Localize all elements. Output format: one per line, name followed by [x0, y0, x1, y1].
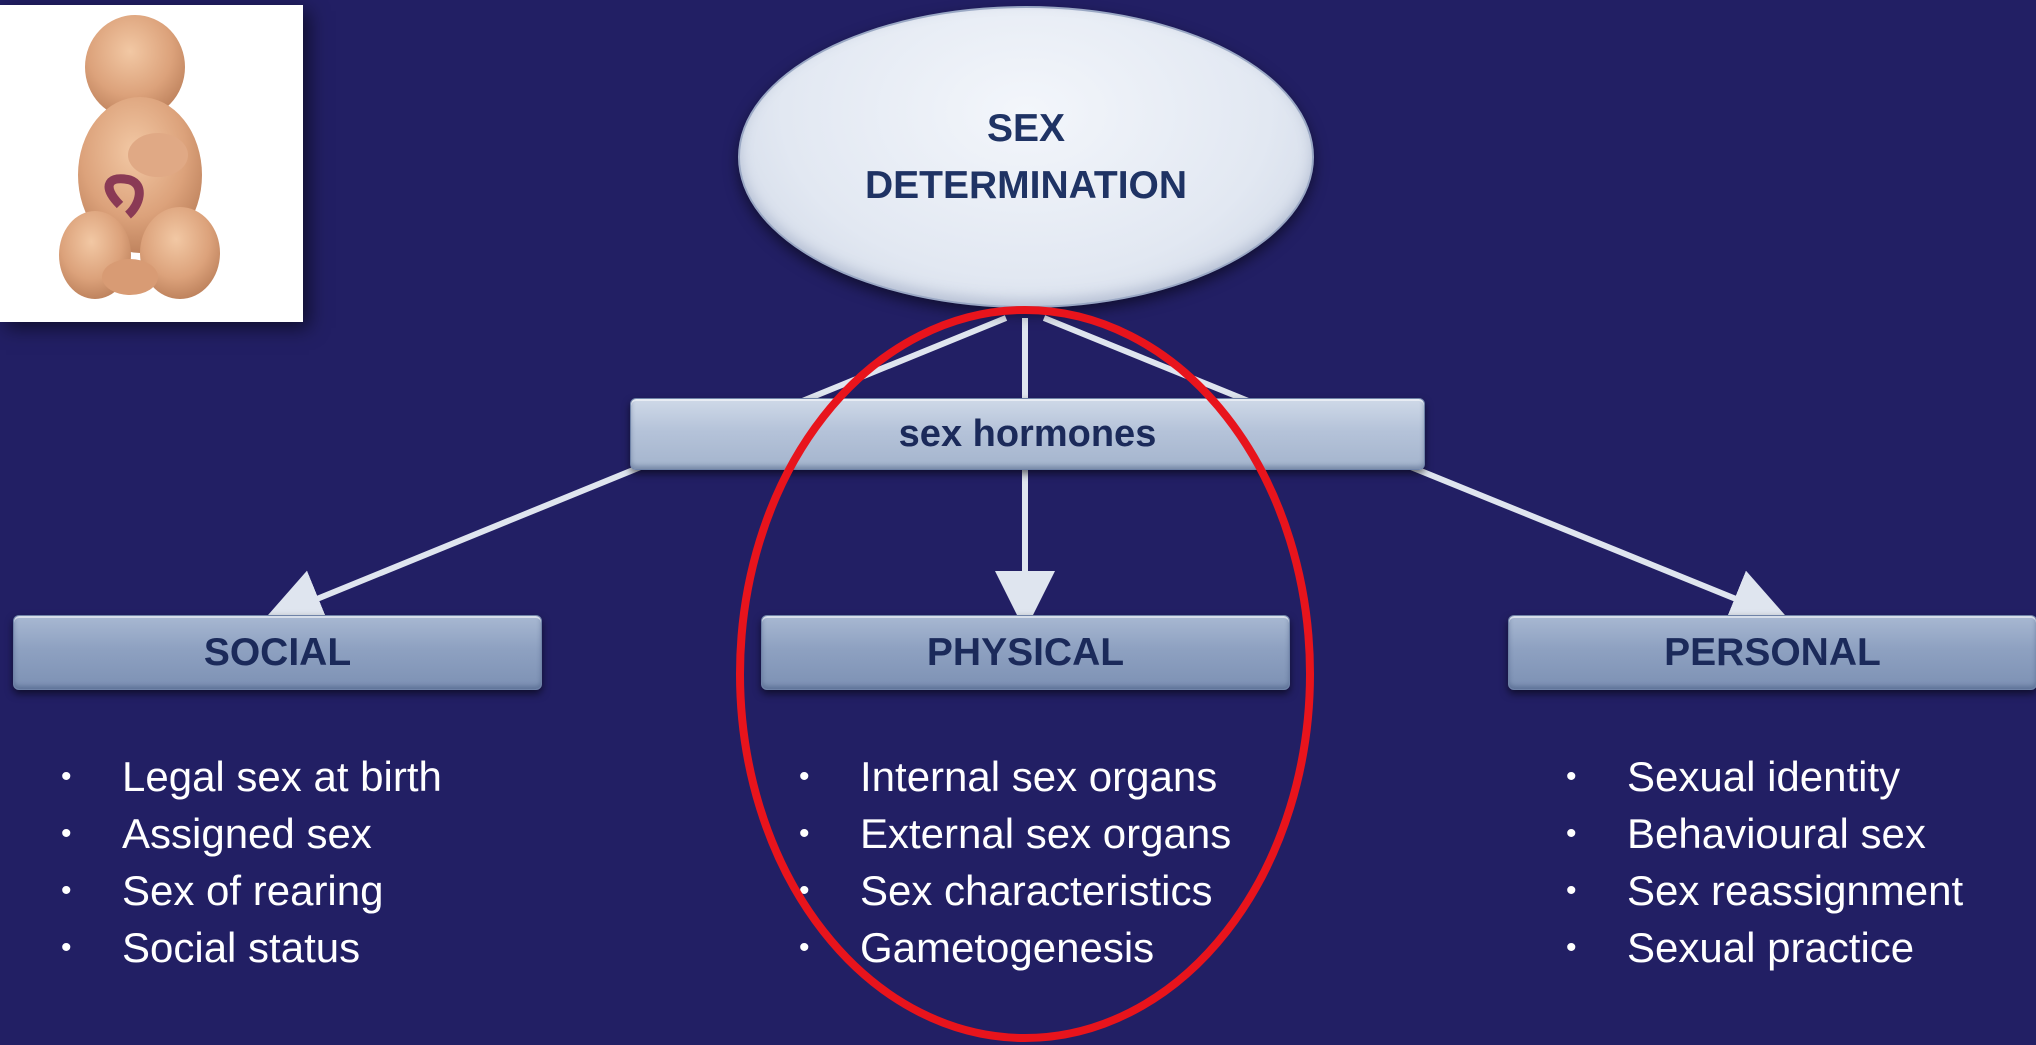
list-item: Sex of rearing	[61, 862, 442, 919]
list-item: External sex organs	[799, 805, 1231, 862]
sex-hormones-label: sex hormones	[898, 412, 1157, 455]
personal-list: Sexual identity Behavioural sex Sex reas…	[1566, 748, 1963, 976]
list-item: Sex reassignment	[1566, 862, 1963, 919]
sex-determination-node: SEX DETERMINATION	[738, 6, 1314, 308]
list-item: Assigned sex	[61, 805, 442, 862]
fetus-photo	[0, 5, 303, 322]
physical-node: PHYSICAL	[761, 615, 1290, 690]
list-item: Internal sex organs	[799, 748, 1231, 805]
physical-label: PHYSICAL	[926, 630, 1125, 674]
physical-list: Internal sex organs External sex organs …	[799, 748, 1231, 976]
social-label: SOCIAL	[203, 630, 352, 674]
fetus-model-icon	[59, 15, 220, 299]
list-item: Sexual identity	[1566, 748, 1963, 805]
list-item: Legal sex at birth	[61, 748, 442, 805]
root-label-line1: SEX	[986, 107, 1066, 150]
list-item: Sexual practice	[1566, 919, 1963, 976]
personal-node: PERSONAL	[1508, 615, 2036, 690]
sex-hormones-node: sex hormones	[630, 398, 1425, 470]
root-label-line2: DETERMINATION	[864, 164, 1188, 207]
list-item: Social status	[61, 919, 442, 976]
personal-label: PERSONAL	[1664, 630, 1881, 674]
social-node: SOCIAL	[13, 615, 542, 690]
list-item: Gametogenesis	[799, 919, 1231, 976]
list-item: Sex characteristics	[799, 862, 1231, 919]
list-item: Behavioural sex	[1566, 805, 1963, 862]
social-list: Legal sex at birth Assigned sex Sex of r…	[61, 748, 442, 976]
